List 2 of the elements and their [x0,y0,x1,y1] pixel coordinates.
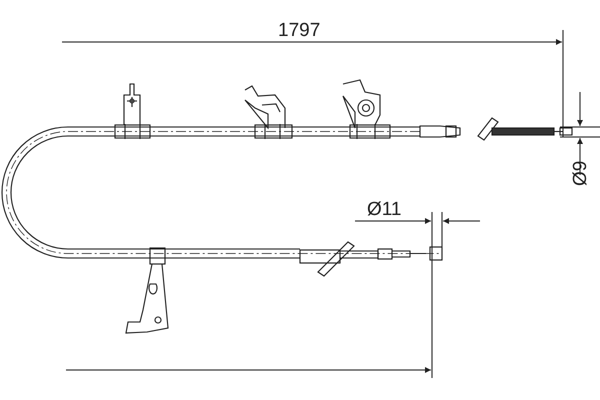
dimension-value: 1797 [278,21,320,40]
dimension-value: Ø11 [367,200,402,219]
